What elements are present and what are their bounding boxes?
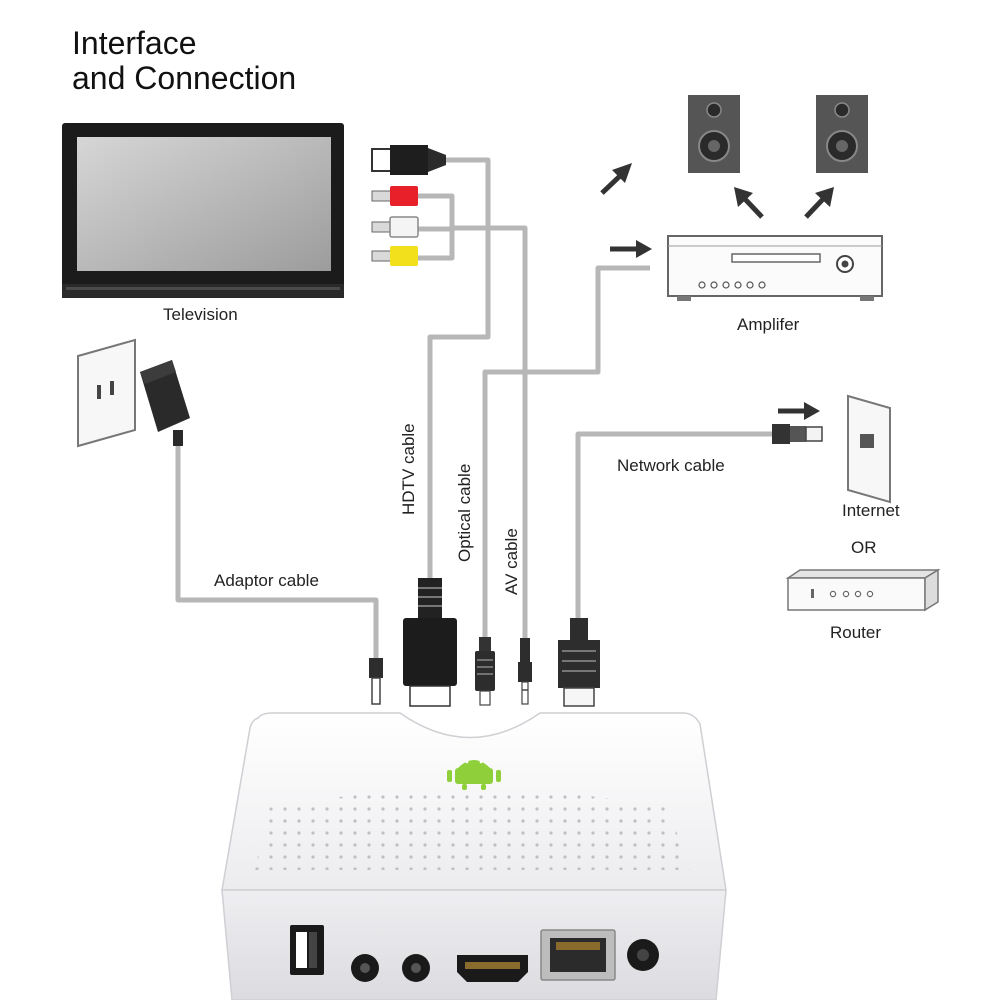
television	[62, 123, 344, 298]
speaker-left	[688, 95, 740, 173]
rca-plug-white	[371, 216, 419, 238]
arrow-to-internet	[778, 402, 820, 420]
arrow-to-speakers-up-left	[600, 163, 632, 195]
router	[785, 568, 941, 612]
internet-label: Internet	[842, 501, 900, 520]
hdmi-plug-tv	[371, 145, 446, 175]
wall-socket	[77, 338, 136, 448]
adaptor-cable-label: Adaptor cable	[214, 571, 319, 590]
hdmi-plug-box	[403, 578, 457, 707]
optical-cable-line	[482, 265, 650, 640]
arrows	[600, 163, 834, 420]
optical-cable-label: Optical cable	[455, 463, 474, 562]
network-cable-label: Network cable	[617, 456, 725, 475]
rj45-plug-box	[558, 618, 600, 707]
ethernet-port	[540, 929, 616, 981]
dc-power-plug	[369, 658, 383, 705]
audio-port-1	[351, 954, 379, 982]
internet-wall-jack	[847, 394, 891, 504]
title-line-1: Interface	[72, 25, 197, 61]
speaker-right	[816, 95, 868, 173]
rj45-plug	[772, 424, 823, 444]
usb-port	[290, 925, 324, 975]
network-cable-line	[575, 431, 772, 620]
arrow-to-amplifier	[610, 240, 652, 258]
arrow-to-speaker-left	[734, 187, 764, 219]
optical-plug	[475, 637, 495, 706]
television-label: Television	[163, 305, 238, 324]
title-line-2: and Connection	[72, 60, 297, 96]
arrow-to-speaker-right	[804, 187, 834, 219]
adaptor-cable-line	[175, 445, 379, 660]
amplifier	[667, 235, 883, 301]
rca-plug-red	[371, 186, 418, 206]
or-label: OR	[851, 538, 877, 557]
av-cable-label: AV cable	[502, 528, 521, 595]
cables	[175, 157, 772, 660]
hdtv-cable-label: HDTV cable	[399, 423, 418, 515]
hdmi-port	[457, 955, 528, 982]
android-logo-icon	[447, 760, 501, 790]
router-label: Router	[830, 623, 882, 642]
dc-power-port	[627, 939, 659, 971]
rca-plug-yellow	[371, 246, 418, 266]
av-jack-plug	[518, 638, 532, 705]
hdtv-cable-line	[427, 157, 491, 585]
set-top-box	[221, 712, 727, 1000]
power-adaptor	[140, 360, 190, 446]
amplifier-label: Amplifer	[737, 315, 800, 334]
audio-port-2	[402, 954, 430, 982]
av-cable-branch	[418, 226, 455, 261]
